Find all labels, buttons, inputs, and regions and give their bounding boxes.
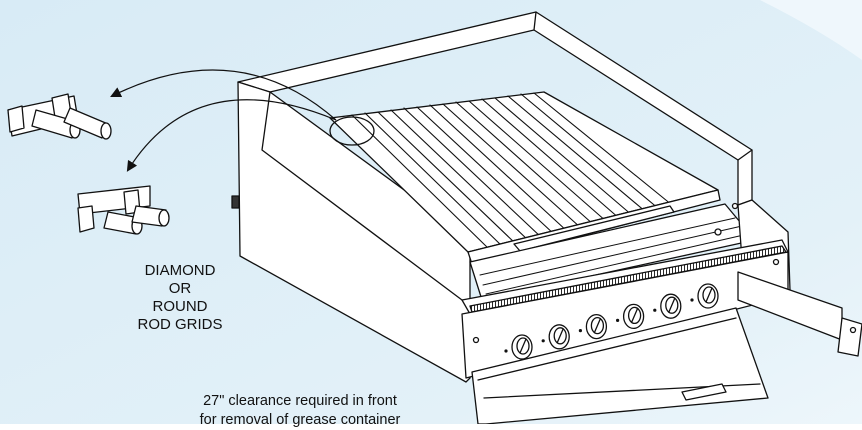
panel-screw xyxy=(772,258,780,266)
grid-label-line-4: ROD GRIDS xyxy=(137,316,223,333)
end-cap-knob-right xyxy=(714,228,722,236)
control-knob xyxy=(578,313,608,340)
tray-slats xyxy=(479,217,749,295)
side-handle xyxy=(231,195,240,209)
control-knob xyxy=(616,303,645,330)
drawer-handle xyxy=(681,383,727,401)
control-knob xyxy=(690,283,719,309)
end-cap-knob xyxy=(731,202,739,210)
grid-label-line-3: ROUND xyxy=(152,298,208,315)
grate-handle xyxy=(513,205,675,252)
clearance-line-2: for removal of grease container xyxy=(199,412,401,428)
knob-group xyxy=(504,283,719,360)
arrow-to-diamond-grid xyxy=(110,69,337,121)
control-knob xyxy=(504,334,533,360)
grid-label-line-1: DIAMOND xyxy=(144,262,216,279)
grate-detail-circle xyxy=(329,116,375,146)
control-knob xyxy=(541,324,570,350)
diamond-grid-piece xyxy=(7,93,112,140)
grid-label-line-2: OR xyxy=(168,280,192,297)
panel-screw xyxy=(472,336,480,344)
clearance-line-1: 27" clearance required in front xyxy=(203,393,397,409)
arrow-to-round-grid xyxy=(126,99,337,172)
background-highlight xyxy=(760,0,862,60)
round-rod-grid-piece xyxy=(77,185,170,235)
control-knob xyxy=(653,293,682,319)
back-panel-edge xyxy=(533,11,753,161)
grid-type-label: DIAMOND OR ROUND ROD GRIDS xyxy=(120,262,240,334)
side-tray-end xyxy=(837,317,862,357)
clearance-note: 27" clearance required in front for remo… xyxy=(150,392,450,430)
grate-rods xyxy=(351,92,673,251)
side-tray-screw xyxy=(849,326,857,334)
